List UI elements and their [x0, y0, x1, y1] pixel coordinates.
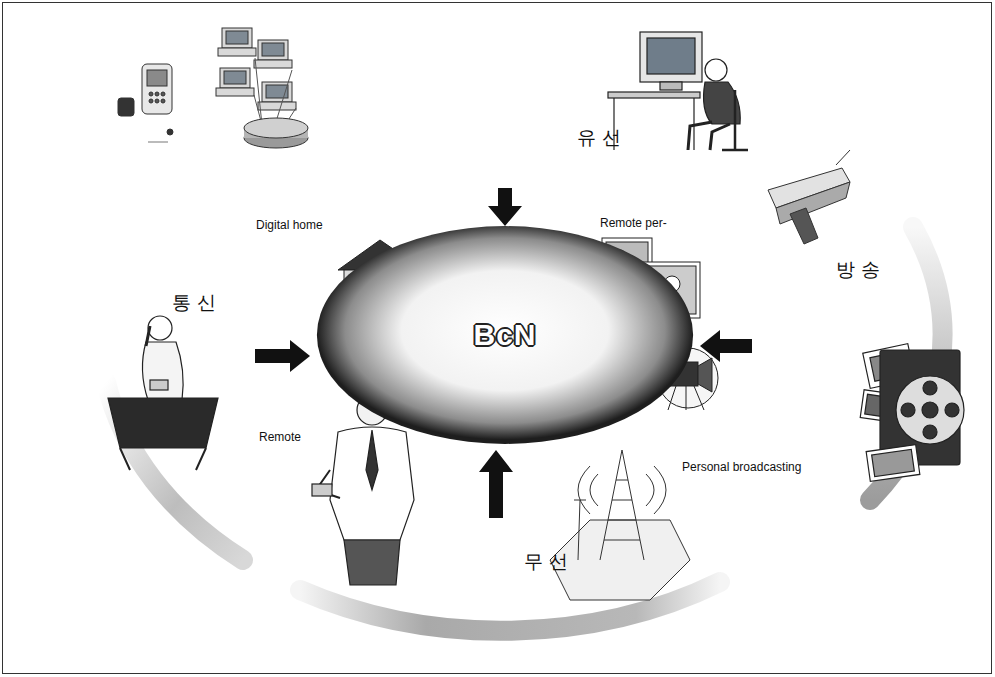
category-label-box: 통 신	[172, 290, 216, 316]
remote-video-call	[602, 238, 700, 318]
handsets	[118, 64, 173, 142]
person-on-phone	[108, 316, 218, 470]
ellipse-outline	[315, 225, 695, 445]
service-label: Remote	[257, 430, 303, 444]
category-label: 통 신	[172, 291, 216, 313]
service-label-box: Remote per-	[598, 212, 669, 231]
service-label: Remote per-	[598, 216, 669, 230]
outer-ring	[106, 227, 943, 631]
video-camera	[658, 348, 718, 410]
businessman	[312, 392, 414, 585]
category-label: 방 송	[836, 258, 880, 280]
category-label-box: 방 송	[836, 257, 880, 283]
frame	[3, 3, 992, 674]
category-label-box: 무 선	[524, 549, 568, 575]
film-reel	[860, 344, 964, 482]
category-label: 무 선	[524, 550, 568, 572]
network-name: BcN	[473, 318, 536, 352]
bcn-ellipse: BcN	[315, 225, 695, 445]
category-label: 유 선	[577, 126, 621, 148]
arrows	[255, 188, 752, 518]
digital-home-house	[338, 240, 424, 320]
person-at-computer	[608, 32, 748, 150]
service-label-box: Digital home	[254, 214, 325, 233]
service-label-box: Personal broadcasting	[680, 456, 803, 475]
service-label: Personal broadcasting	[680, 460, 803, 474]
people-silhouettes	[376, 353, 459, 414]
category-label-box: 유 선	[577, 125, 621, 151]
networked-computers	[216, 28, 308, 148]
transmission-tower	[550, 450, 690, 600]
broadcast-device	[768, 150, 850, 244]
service-label-box: Remote	[257, 426, 303, 445]
service-label: Digital home	[254, 218, 325, 232]
